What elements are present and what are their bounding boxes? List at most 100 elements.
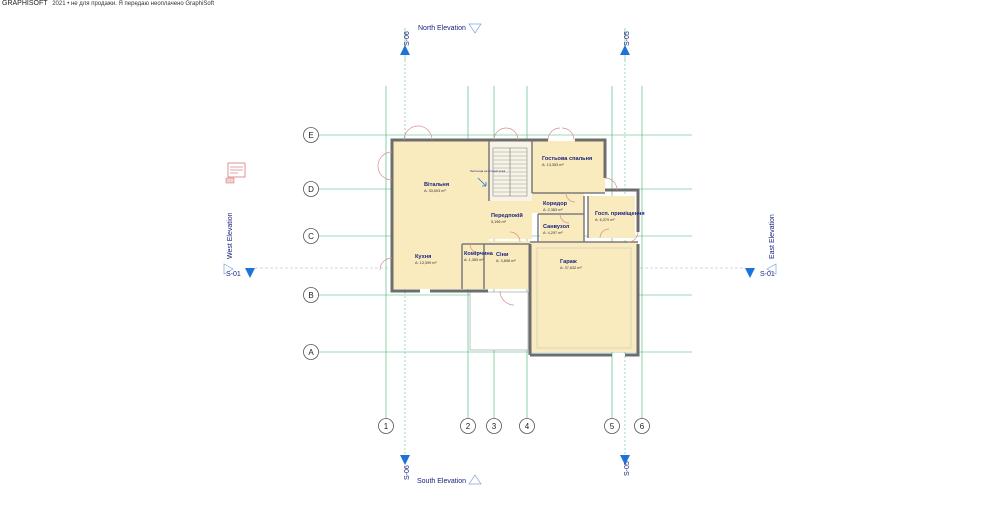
- brand-logo: GRAPHISOFT: [2, 0, 48, 7]
- room-4-name: Передпокій: [491, 212, 523, 219]
- marker-s01-left-label: S-01: [226, 271, 241, 278]
- grid-bubble-D[interactable]: D: [303, 181, 319, 197]
- svg-text:B: B: [308, 291, 313, 300]
- room-fill-utility[interactable]: [588, 196, 635, 238]
- room-3-area: A: 2,383 m²: [543, 208, 563, 212]
- room-5-area: A: 4,297 m²: [543, 231, 563, 235]
- east-elevation-label: East Elevation: [769, 214, 776, 259]
- svg-text:D: D: [308, 185, 314, 194]
- room-fill-guest-bedroom[interactable]: [532, 141, 605, 193]
- grid-bubble-5[interactable]: 5: [604, 418, 620, 434]
- svg-text:3: 3: [492, 422, 497, 431]
- room-7-name: Кухня: [415, 254, 431, 260]
- room-2-name: Гостьова спальня: [542, 156, 592, 162]
- room-8-area: A: 1,383 m²: [464, 258, 484, 262]
- room-fill-bathroom[interactable]: [540, 214, 584, 242]
- grid-bubble-E[interactable]: E: [303, 127, 319, 143]
- room-fill-stair[interactable]: [489, 141, 532, 201]
- interior-walls: [461, 141, 638, 289]
- door-stair-north-2: [505, 127, 519, 141]
- wall-outer-north-east-2: [575, 138, 607, 178]
- room-1-area: A: 33,503 m²: [424, 189, 446, 193]
- grid-bubble-1[interactable]: 1: [378, 418, 394, 434]
- wall-outer-north-west: [390, 138, 462, 244]
- door-living-west-1: [377, 151, 393, 167]
- door-guest-int: [565, 192, 576, 203]
- room-4-area: 5,196 m²: [491, 220, 507, 224]
- room-6-area: A: 6,379 m²: [595, 218, 615, 222]
- section-arrow-s05-bottom-icon[interactable]: [620, 455, 630, 465]
- door-east-1: [604, 177, 618, 191]
- east-elevation-marker-icon[interactable]: [766, 263, 777, 275]
- marker-s06-bottom-label: S-06: [404, 465, 411, 480]
- svg-text:5: 5: [610, 422, 615, 431]
- door-stair-north-1: [493, 127, 507, 141]
- stair-arrow-icon: [477, 177, 487, 187]
- room-fill-corridor[interactable]: [532, 193, 584, 213]
- north-elevation-marker-icon[interactable]: [468, 23, 482, 34]
- marker-s06-top-label: S-06: [404, 31, 411, 46]
- section-arrow-s05-top-icon[interactable]: [620, 45, 630, 55]
- svg-text:E: E: [308, 131, 313, 140]
- door-hall: [509, 231, 521, 243]
- elevation-markers: North Elevation South Elevation West Ele…: [223, 23, 777, 485]
- marker-s01-right-label: S-01: [760, 271, 775, 278]
- room-fill-kitchen[interactable]: [392, 244, 462, 289]
- west-elevation-marker-icon[interactable]: [223, 263, 234, 275]
- svg-text:1: 1: [384, 422, 389, 431]
- room-6-name: Госп. приміщення: [595, 211, 645, 217]
- grid-bubble-2[interactable]: 2: [460, 418, 476, 434]
- door-entry-south: [499, 290, 515, 306]
- door-living-west-2: [377, 165, 393, 181]
- room-10-name: Гараж: [560, 259, 578, 265]
- section-arrow-s01-right-icon[interactable]: [745, 268, 755, 278]
- room-fill-living[interactable]: [392, 141, 489, 244]
- marker-s05-bottom-label: S-05: [624, 461, 631, 476]
- svg-text:2: 2: [466, 422, 471, 431]
- room-fill-garage[interactable]: [530, 242, 638, 352]
- grid-bubble-6[interactable]: 6: [634, 418, 650, 434]
- stair-note: Лестница на второй этаж: [470, 169, 505, 173]
- south-elevation-label: South Elevation: [417, 478, 466, 485]
- door-east-2: [627, 231, 639, 243]
- garage-inner-outline: [536, 247, 632, 349]
- license-notice: 2021 • не для продажи. Я передаю неоплач…: [52, 1, 215, 7]
- west-elevation-label: West Elevation: [227, 212, 234, 259]
- room-8-name: Комірчина: [464, 251, 494, 257]
- terrace-fill: [469, 291, 529, 351]
- door-bath: [559, 213, 570, 224]
- header: GRAPHISOFT 2021 • не для продажи. Я пере…: [2, 0, 214, 7]
- grid-bubble-C[interactable]: C: [303, 228, 319, 244]
- room-fill-pantry[interactable]: [462, 244, 484, 289]
- grid-bubbles: E D C B A 1 2 3 4 5 6: [303, 127, 650, 434]
- door-living-north-1: [403, 125, 419, 141]
- door-living-west-3: [379, 257, 393, 271]
- door-utility: [599, 228, 610, 239]
- room-10-area: A: 37,632 m²: [560, 266, 582, 270]
- grid-bubble-A[interactable]: A: [303, 344, 319, 360]
- room-9-area: A: 3,898 m²: [496, 259, 516, 263]
- svg-text:6: 6: [640, 422, 645, 431]
- door-guest-north-1: [547, 127, 561, 141]
- drawing-stamp-icon[interactable]: [225, 162, 246, 184]
- section-markers: S-06 S-05 S-06 S-05 S-01 S-01: [226, 28, 775, 480]
- grid-bubble-4[interactable]: 4: [519, 418, 535, 434]
- section-arrow-s06-bottom-icon[interactable]: [400, 455, 410, 465]
- section-arrow-s01-left-icon[interactable]: [245, 268, 255, 278]
- doors: [377, 125, 639, 306]
- south-elevation-marker-icon[interactable]: [468, 474, 482, 485]
- room-fills: [392, 141, 638, 352]
- room-fill-hall[interactable]: [489, 201, 532, 239]
- wall-outer-east-lower: [625, 244, 640, 357]
- room-2-area: A: 13,353 m²: [542, 163, 564, 167]
- staircase[interactable]: [492, 147, 528, 197]
- section-arrow-s06-top-icon[interactable]: [400, 45, 410, 55]
- grid-bubble-3[interactable]: 3: [486, 418, 502, 434]
- room-9-name: Сіни: [496, 252, 509, 258]
- door-living-north-2: [417, 125, 433, 141]
- north-elevation-label: North Elevation: [418, 25, 466, 32]
- grid-bubble-B[interactable]: B: [303, 287, 319, 303]
- room-fill-entry[interactable]: [484, 241, 530, 289]
